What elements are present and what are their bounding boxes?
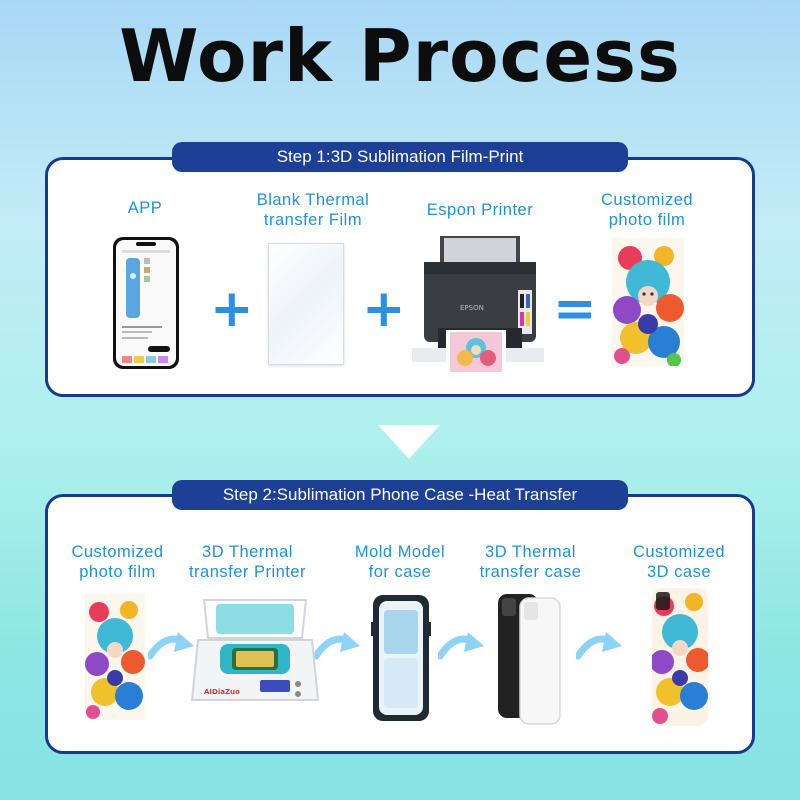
equals-sign: = <box>553 283 597 335</box>
step1-header: Step 1:3D Sublimation Film-Print <box>172 142 628 172</box>
machine-brand-text: AIDiaZuo <box>204 688 240 696</box>
step2-label-mold: Mold Model for case <box>345 542 455 582</box>
phone-case-icon <box>496 592 562 726</box>
step1-label-app: APP <box>95 198 195 218</box>
plus-sign-2: + <box>362 283 406 335</box>
down-arrow-icon <box>378 425 440 459</box>
step2-label-printer: 3D Thermal transfer Printer <box>180 542 315 582</box>
step1-label-blank-film: Blank Thermal transfer Film <box>238 190 388 230</box>
plus-sign-1: + <box>210 283 254 335</box>
curved-arrow-icon <box>314 628 364 662</box>
step1-label-printer: Espon Printer <box>405 200 555 220</box>
printer-icon: EPSON <box>410 232 552 382</box>
blank-film-icon <box>268 243 344 365</box>
step1-label-photo-film: Customized photo film <box>577 190 717 230</box>
page-title: Work Process <box>0 14 800 98</box>
printer-brand-text: EPSON <box>460 304 484 312</box>
curved-arrow-icon <box>576 628 626 662</box>
heat-press-icon: AIDiaZuo <box>190 590 320 720</box>
phone-app-icon <box>112 236 180 370</box>
mold-icon <box>370 592 432 724</box>
step2-header: Step 2:Sublimation Phone Case -Heat Tran… <box>172 480 628 510</box>
step2-label-case: 3D Thermal transfer case <box>468 542 593 582</box>
step2-label-3d-case: Customized 3D case <box>620 542 738 582</box>
phone-case-icon <box>652 588 708 726</box>
curved-arrow-icon <box>438 628 488 662</box>
photo-film-icon <box>612 238 684 366</box>
step2-label-photo-film: Customized photo film <box>60 542 175 582</box>
photo-film-icon <box>85 594 145 720</box>
